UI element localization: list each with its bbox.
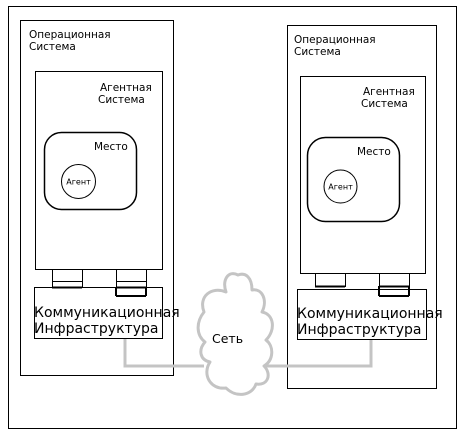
left-as-line1: Агентная	[100, 82, 152, 94]
left-comm-line1: Коммуникационная	[34, 305, 180, 321]
left-os-label: Операционная Система	[29, 29, 114, 53]
left-comm-box	[34, 287, 163, 339]
right-comm-line2: Инфраструктура	[297, 322, 421, 338]
right-comm-label: Коммуникационная Инфраструктура	[297, 306, 447, 338]
left-agent-label: Агент	[66, 178, 91, 187]
left-os-box	[20, 20, 174, 376]
left-place-box	[43, 131, 138, 211]
right-connector-bold	[315, 285, 410, 297]
right-as-line1: Агентная	[363, 86, 415, 98]
left-place-label: Место	[94, 141, 128, 153]
network-cloud	[196, 272, 274, 396]
right-os-line2: Система	[294, 46, 341, 58]
right-agent-label: Агент	[328, 183, 353, 192]
left-agent-system-box	[35, 71, 163, 270]
left-as-line2: Система	[98, 94, 145, 106]
right-os-label: Операционная Система	[294, 34, 379, 58]
right-comm-box	[297, 289, 427, 340]
right-agent-circle	[323, 169, 358, 204]
left-os-line1: Операционная	[29, 29, 111, 41]
left-comm-line2: Инфраструктура	[34, 321, 158, 337]
outer-frame	[8, 6, 457, 429]
left-host: Операционная Система Агентная Система Ме…	[20, 20, 184, 376]
right-os-box	[287, 25, 437, 389]
left-agent-circle	[61, 164, 96, 199]
left-connector	[52, 270, 147, 287]
right-connector	[315, 274, 410, 287]
network-link-right	[262, 340, 373, 368]
left-comm-label: Коммуникационная Инфраструктура	[34, 305, 184, 337]
right-as-line2: Система	[361, 98, 408, 110]
left-connector-bold	[52, 286, 147, 297]
right-comm-line1: Коммуникационная	[297, 306, 443, 322]
right-host: Операционная Система Агентная Система Ме…	[287, 25, 447, 389]
right-agent-system-label: Агентная Система	[361, 86, 418, 110]
right-os-line1: Операционная	[294, 34, 376, 46]
left-os-line2: Система	[29, 41, 76, 53]
right-place-box	[306, 136, 401, 223]
network-label: Сеть	[212, 331, 243, 346]
right-place-label: Место	[357, 146, 391, 158]
right-agent-system-box	[300, 76, 426, 274]
network-link-left	[123, 339, 204, 368]
left-agent-system-label: Агентная Система	[98, 82, 155, 106]
